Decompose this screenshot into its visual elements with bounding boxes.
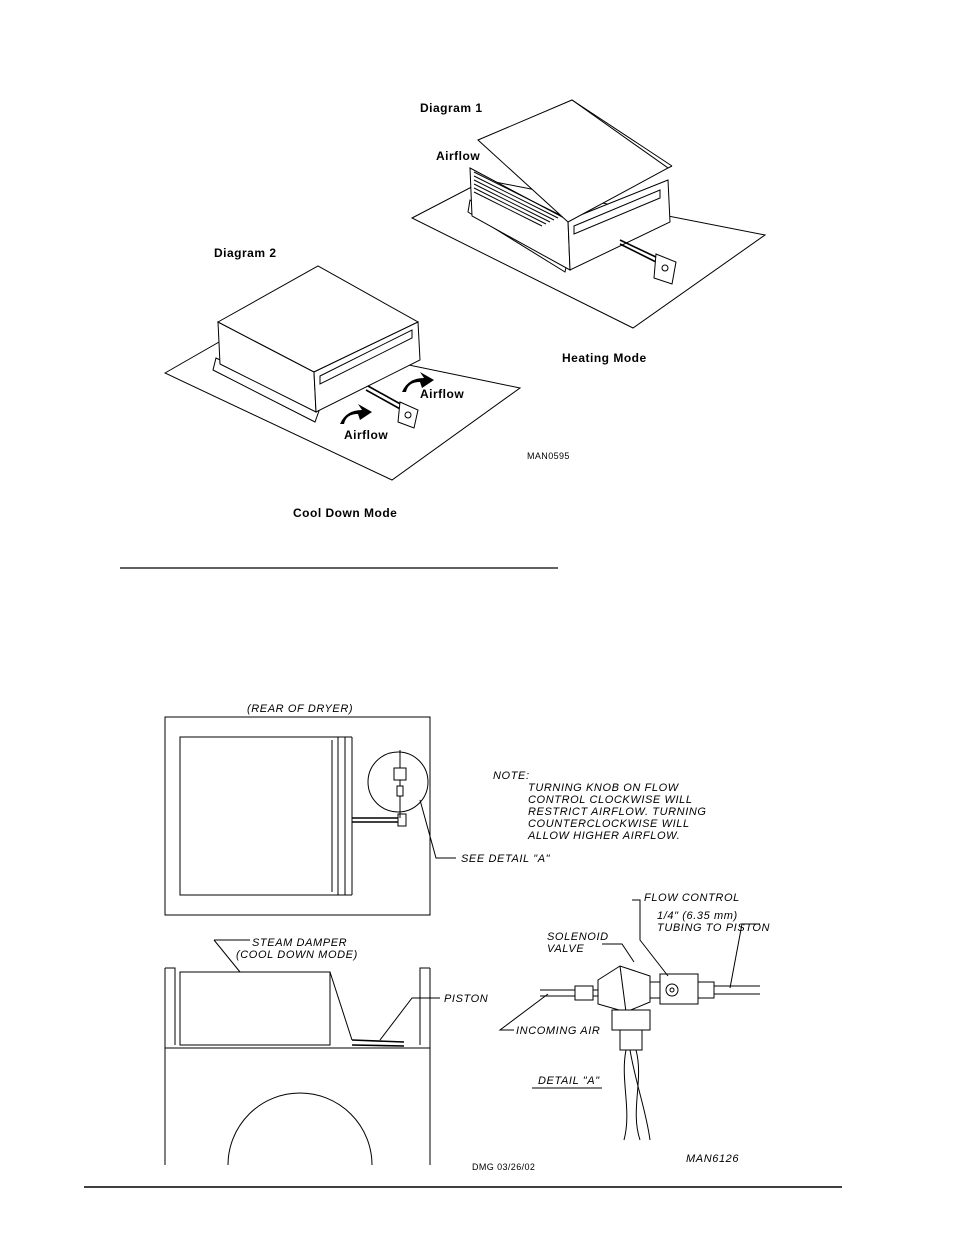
wire	[629, 1049, 651, 1141]
cool-down-mode-label: Cool Down Mode	[293, 506, 397, 520]
note-line-5: ALLOW HIGHER AIRFLOW.	[527, 830, 680, 842]
note-title: NOTE:	[493, 770, 530, 782]
flow-control-small	[396, 785, 404, 797]
airflow-label-right: Airflow	[420, 387, 464, 401]
solenoid-label-2: VALVE	[547, 943, 584, 955]
flow-control-knob	[665, 983, 679, 997]
piston-leader	[379, 997, 440, 1041]
airflow-label-top: Airflow	[436, 149, 480, 163]
rear-view-drawing	[164, 716, 456, 916]
drawing-date: DMG 03/26/02	[472, 1162, 535, 1172]
detail-a-drawing	[498, 899, 760, 1141]
box-slot	[573, 189, 661, 235]
heating-mode-label: Heating Mode	[562, 351, 647, 365]
flow-control-leader	[632, 899, 669, 977]
note-line-2: CONTROL CLOCKWISE WILL	[528, 794, 693, 806]
flow-control-label: FLOW CONTROL	[644, 892, 740, 904]
piston-cooldown	[365, 385, 419, 429]
detail-circle	[367, 751, 429, 813]
airflow-arrow-icon	[402, 372, 434, 392]
note-line-3: RESTRICT AIRFLOW. TURNING	[528, 806, 707, 818]
incoming-air-leader	[498, 993, 549, 1031]
steam-damper-box	[179, 971, 331, 1046]
airflow-label-bottom: Airflow	[344, 428, 388, 442]
detail-a-label: DETAIL "A"	[538, 1075, 600, 1087]
heating-mode-diagram	[410, 99, 767, 329]
rear-panel-frame	[164, 716, 431, 916]
cool-down-mode-diagram	[163, 265, 522, 481]
box-slot-2	[319, 329, 413, 385]
drum-outline	[227, 1092, 373, 1166]
diagram1-label: Diagram 1	[420, 101, 483, 115]
solenoid-coil	[611, 1009, 651, 1031]
piston-label: PISTON	[444, 993, 488, 1005]
airflow-arrow-icon	[340, 404, 372, 424]
wire	[623, 1049, 628, 1141]
roof-plate	[410, 179, 767, 329]
solenoid-small	[393, 767, 407, 781]
tubing-leader	[729, 923, 760, 989]
solenoid-valve	[597, 965, 651, 1013]
floor-plate	[163, 329, 522, 481]
side-view-drawing	[164, 939, 440, 1166]
note-line-1: TURNING KNOB ON FLOW	[528, 782, 680, 794]
steam-damper-label-2: (COOL DOWN MODE)	[236, 949, 358, 961]
see-detail-leader	[419, 799, 456, 859]
tubing-label-2: TUBING TO PISTON	[657, 922, 770, 934]
figure-code-top: MAN0595	[527, 451, 570, 461]
figure-code-bottom: MAN6126	[686, 1153, 739, 1165]
tubing-label-1: 1/4" (6.35 mm)	[657, 910, 738, 922]
box-right-face	[567, 179, 671, 271]
solenoid-leader	[602, 943, 635, 963]
note-line-4: COUNTERCLOCKWISE WILL	[528, 818, 690, 830]
rear-door	[179, 736, 339, 896]
lid-edge	[571, 99, 673, 167]
wire	[635, 1049, 641, 1141]
solenoid-label-1: SOLENOID	[547, 931, 609, 943]
piston-heating	[619, 239, 677, 285]
see-detail-label: SEE DETAIL "A"	[461, 853, 551, 865]
steam-damper-label-1: STEAM DAMPER	[252, 937, 347, 949]
diagram2-label: Diagram 2	[214, 246, 277, 260]
rear-of-dryer-label: (REAR OF DRYER)	[247, 703, 353, 715]
louver-lines	[473, 171, 563, 227]
incoming-air-label: INCOMING AIR	[516, 1025, 600, 1037]
box-front-face-2	[313, 321, 421, 413]
